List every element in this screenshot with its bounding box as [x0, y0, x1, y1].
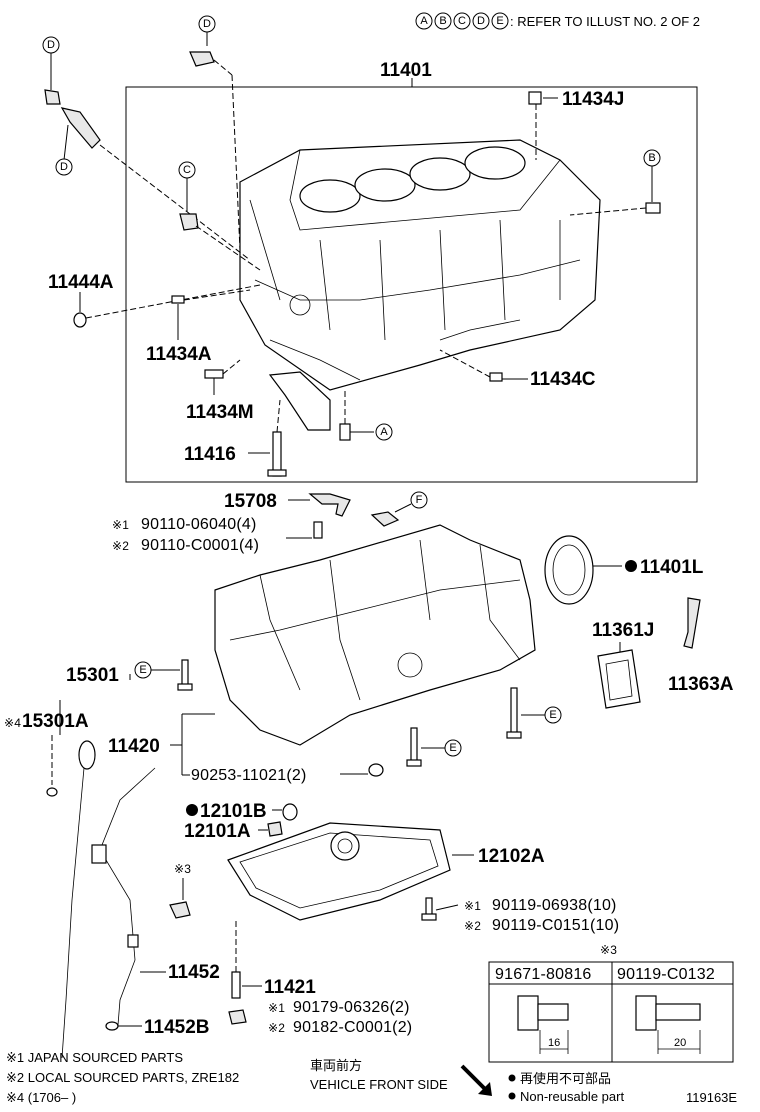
ref-a: A: [420, 15, 428, 27]
part-11416: 11416: [184, 444, 236, 465]
part-11401: 11401: [380, 60, 432, 81]
ref-d: D: [477, 15, 485, 27]
part-15301: 15301: [66, 665, 119, 686]
part-11444A: 11444A: [48, 272, 114, 293]
part-11452: 11452: [168, 962, 220, 983]
ref-b: B: [439, 15, 446, 27]
callout-e2: E: [549, 709, 556, 721]
bolt-table: ※3 91671-80816 90119-C0132 16 20: [488, 943, 734, 1063]
bolt-col2: 90119-C0132: [617, 966, 715, 983]
plate: [683, 597, 701, 649]
part-90182-C0001: 90182-C0001(2): [293, 1019, 412, 1036]
front-arrow-icon: [460, 1064, 488, 1092]
part-11434M: 11434M: [186, 402, 254, 423]
svg-text:※1: ※1: [464, 899, 481, 913]
callout-d2: D: [47, 39, 55, 51]
callout-b1: B: [648, 152, 655, 164]
part-90110-06040: 90110-06040(4): [141, 516, 256, 533]
front-jp: 車両前方: [310, 1058, 362, 1073]
svg-text:※3: ※3: [600, 943, 617, 957]
svg-text:※4: ※4: [4, 716, 21, 730]
part-11434A: 11434A: [146, 344, 212, 365]
dipstick-ring: [78, 740, 96, 770]
callout-e3: E: [449, 742, 456, 754]
callout-a1: A: [380, 426, 388, 438]
oil-seal: [544, 535, 594, 605]
svg-text:※2: ※2: [112, 539, 129, 553]
callout-f1: F: [416, 494, 423, 506]
part-90119-C0151: 90119-C0151(10): [492, 917, 619, 934]
crankcase-illustration: [214, 524, 536, 746]
part-11401L: 11401L: [640, 557, 704, 578]
part-15708: 15708: [224, 491, 277, 512]
svg-text:※1: ※1: [268, 1001, 285, 1015]
part-90179-06326: 90179-06326(2): [293, 999, 410, 1016]
bolt-col1: 91671-80816: [495, 966, 592, 983]
part-90253-11021: 90253-11021(2): [191, 767, 306, 784]
part-11361J: 11361J: [592, 620, 654, 641]
note-1: ※1 JAPAN SOURCED PARTS: [6, 1050, 183, 1065]
callout-d3: D: [60, 161, 68, 173]
bearing-cap: [268, 371, 331, 431]
callout-d1: D: [203, 18, 211, 30]
oil-jet: [308, 493, 351, 517]
part-11420: 11420: [108, 736, 160, 757]
callout-e1: E: [139, 664, 146, 676]
gasket: [597, 649, 641, 709]
part-11363A: 11363A: [668, 674, 734, 695]
ref-e: E: [496, 15, 503, 27]
oil-pan-illustration: [227, 822, 451, 921]
legend-en: Non-reusable part: [520, 1089, 624, 1104]
part-15301A: 15301A: [22, 711, 89, 732]
ref-c: C: [458, 15, 466, 27]
part-90110-C0001: 90110-C0001(4): [141, 537, 259, 554]
legend-jp: 再使用不可部品: [520, 1071, 611, 1086]
header-refs: A B C D E : REFER TO ILLUST NO. 2 OF 2: [415, 12, 700, 30]
svg-text:※1: ※1: [112, 518, 129, 532]
refer-text: : REFER TO ILLUST NO. 2 OF 2: [510, 14, 700, 29]
illustration-number: 119163E: [686, 1090, 737, 1105]
part-11421: 11421: [264, 977, 316, 998]
svg-text:※2: ※2: [464, 919, 481, 933]
part-11434C: 11434C: [530, 369, 596, 390]
part-12101A: 12101A: [184, 821, 251, 842]
tube-clamp: [91, 844, 107, 864]
front-en: VEHICLE FRONT SIDE: [310, 1077, 448, 1092]
bolt-dim2: 20: [674, 1037, 686, 1049]
part-12102A: 12102A: [478, 846, 545, 867]
cylinder-block-illustration: [239, 139, 601, 391]
part-90119-06938: 90119-06938(10): [492, 897, 617, 914]
part-11434J: 11434J: [562, 89, 624, 110]
note-2: ※2 LOCAL SOURCED PARTS, ZRE182: [6, 1070, 239, 1085]
note-4: ※4 (1706– ): [6, 1090, 76, 1105]
callout-c1: C: [183, 164, 191, 176]
svg-text:※2: ※2: [268, 1021, 285, 1035]
bolt-dim1: 16: [548, 1037, 560, 1049]
non-reusable-mark: [625, 560, 637, 572]
star3-mark: ※3: [174, 862, 191, 876]
part-11452B: 11452B: [144, 1017, 210, 1038]
part-12101B: 12101B: [200, 801, 267, 822]
